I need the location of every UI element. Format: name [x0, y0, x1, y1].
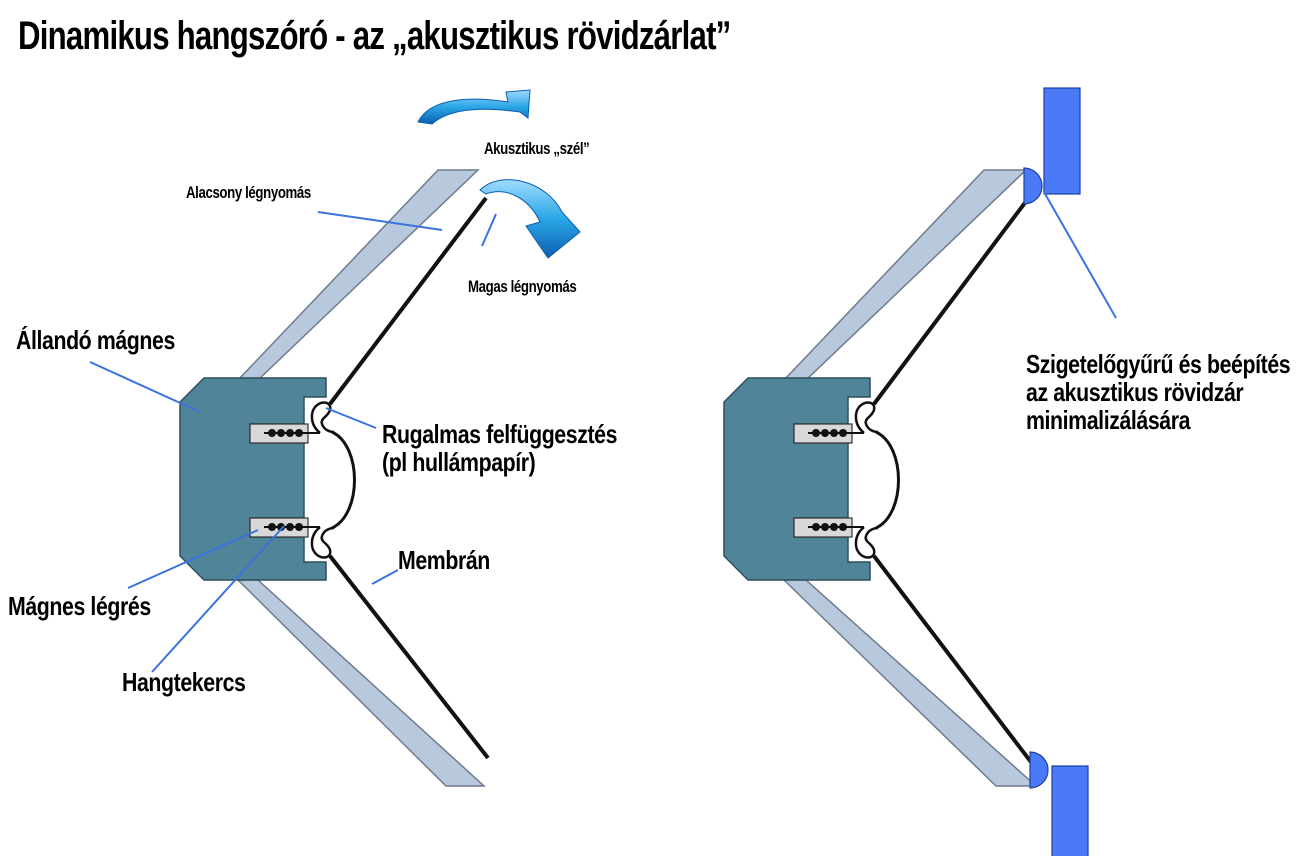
left-suspension-bottom [310, 526, 335, 559]
pointer-szigetelo [1043, 191, 1117, 319]
acoustic-wind-arrow-upper [417, 89, 531, 125]
insulating-ring-top [1023, 167, 1043, 205]
left-dust-cap [331, 430, 356, 530]
page-title: Dinamikus hangszóró - az „akusztikus röv… [18, 14, 731, 58]
left-speaker [89, 89, 581, 787]
insulating-ring-bottom [1029, 751, 1049, 789]
pointer-membran [371, 569, 399, 585]
left-magnet [179, 377, 327, 581]
left-voice-coil [264, 429, 320, 531]
right-voice-coil [808, 429, 864, 531]
pointer-magas [481, 213, 497, 247]
right-speaker [723, 87, 1117, 856]
pointer-rugalmas [325, 407, 377, 429]
right-membrane-upper [872, 194, 1032, 406]
pointer-hangtekercs [151, 525, 285, 673]
left-membrane-upper [328, 196, 488, 406]
label-akusztikus-szel: Akusztikus „szél” [484, 139, 590, 158]
right-membrane-lower [872, 554, 1036, 768]
right-magnet [723, 377, 871, 581]
left-suspension-top [310, 401, 335, 434]
right-frame-lower [782, 579, 1038, 787]
pointer-alacsony [317, 211, 443, 231]
pointer-legres [127, 529, 259, 589]
label-magnes-legres: Mágnes légrés [8, 591, 151, 621]
label-szigetelogyuru: Szigetelőgyűrű és beépítés az akusztikus… [1026, 349, 1291, 436]
pointer-allando [89, 361, 201, 413]
baffle-top [1043, 87, 1081, 195]
label-magas-legnyomas: Magas légnyomás [468, 277, 577, 296]
label-membran: Membrán [398, 545, 490, 575]
label-allando-magnes: Állandó mágnes [16, 325, 175, 355]
label-rugalmas-felfuggesztes: Rugalmas felfüggesztés (pl hullámpapír) [382, 419, 618, 478]
left-frame-lower [236, 579, 486, 787]
right-suspension-top [854, 401, 879, 434]
acoustic-wind-arrow-lower [479, 179, 581, 259]
left-membrane-lower [328, 554, 490, 760]
right-dust-cap [875, 430, 900, 530]
right-frame-upper [782, 169, 1028, 381]
baffle-bottom [1051, 765, 1089, 856]
right-suspension-bottom [854, 526, 879, 559]
label-alacsony-legnyomas: Alacsony légnyomás [186, 183, 311, 202]
label-hangtekercs: Hangtekercs [122, 667, 246, 697]
